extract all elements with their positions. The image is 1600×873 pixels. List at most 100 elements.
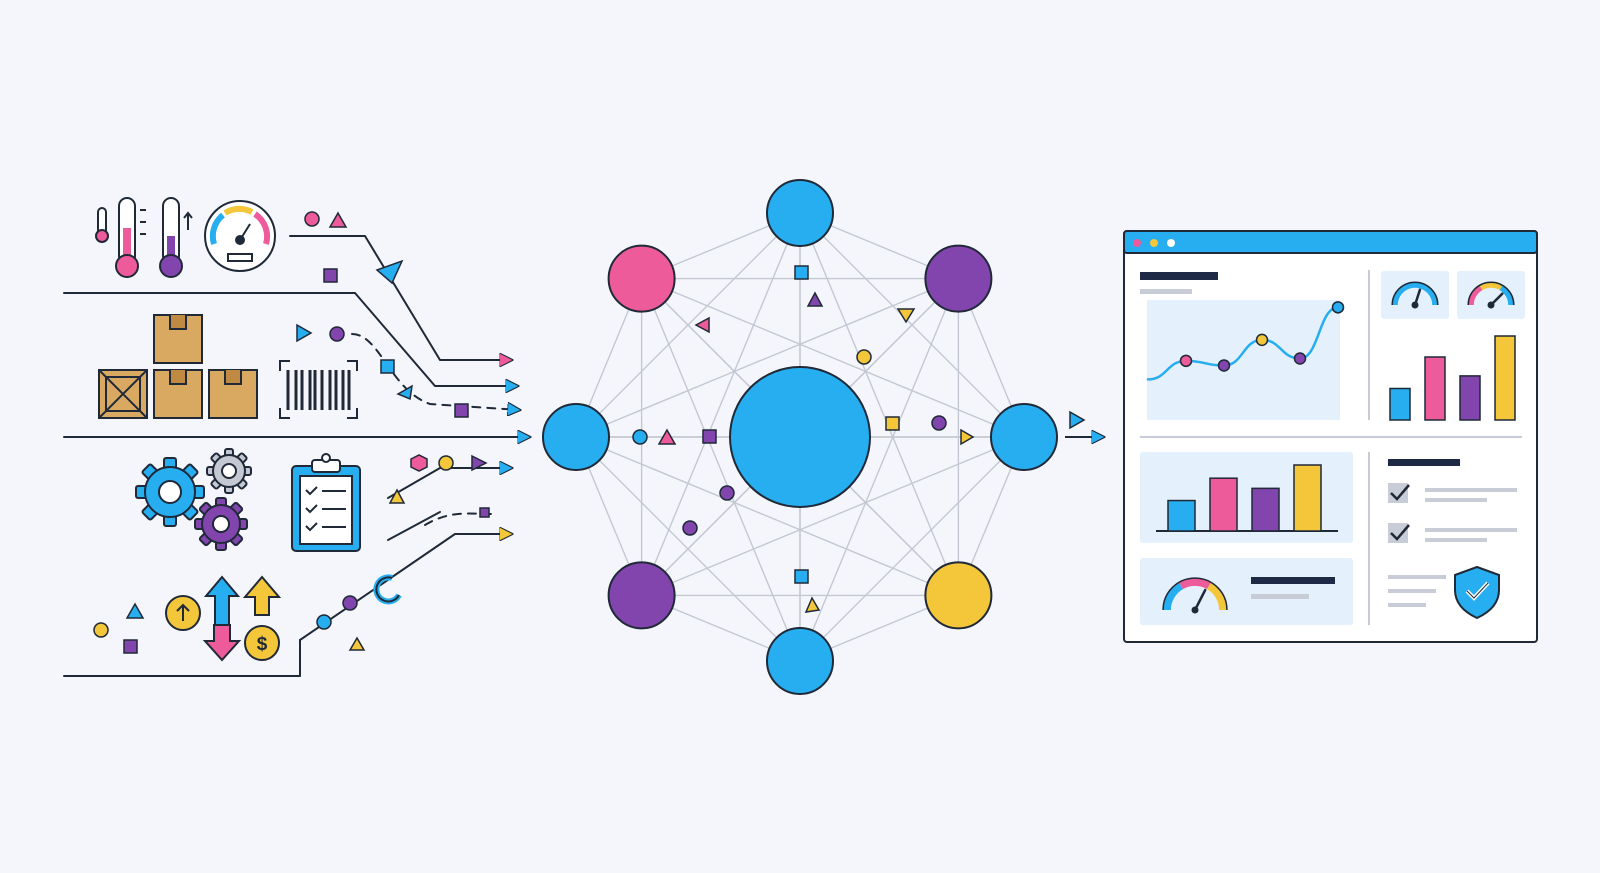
particle-yellow-triangle-2 (348, 636, 366, 651)
gauge-needle (1193, 588, 1207, 612)
particle-purple-dot (329, 326, 345, 342)
network-edge (799, 212, 960, 596)
gauge-card-left (1381, 271, 1449, 319)
gauge-segment (1403, 282, 1427, 291)
network-edge (575, 277, 959, 438)
line-chart-marker (1293, 352, 1307, 365)
net-particle-yellow-square (885, 416, 900, 431)
checklist-line (1425, 538, 1487, 542)
top-bar-chart (1389, 335, 1516, 421)
particle-yellow-dot-2 (93, 622, 109, 638)
stream-line-2 (63, 292, 518, 386)
net-particle-purple-dot-2 (719, 485, 735, 501)
thermometer-icon (95, 197, 193, 278)
gauge-pivot (1191, 606, 1199, 614)
line-chart-heading-bar (1140, 272, 1218, 280)
particle-purple-square (323, 268, 338, 283)
net-particle-yellow-play (960, 428, 975, 446)
barcode-icon (279, 360, 358, 419)
checklist-heading-bar (1388, 459, 1460, 466)
network-edge (640, 278, 801, 662)
stream-line-1 (289, 235, 512, 360)
network-node-6 (607, 561, 676, 630)
network-nodes (542, 179, 1058, 695)
particle-blue-dot (316, 614, 332, 630)
gauge-icon (204, 200, 276, 272)
network-node-3 (990, 403, 1058, 471)
summary-line-2 (1388, 589, 1436, 593)
particle-purple-square-2 (454, 403, 469, 418)
gauge-segment (1479, 282, 1503, 291)
checklist-line (1425, 488, 1517, 492)
dashboard-window (1123, 230, 1538, 643)
shield-check-icon (1454, 565, 1500, 620)
network-node-8 (607, 244, 676, 313)
gauge-pivot (1411, 301, 1419, 309)
particle-pink-triangle (328, 211, 348, 228)
gauge-segment (1163, 582, 1184, 611)
network-node-4 (924, 561, 993, 630)
net-particle-purple-square (702, 429, 717, 444)
net-particle-yellow-dot (856, 349, 872, 365)
bar-chart-bar (1251, 487, 1280, 532)
bar-chart-bar (1389, 387, 1411, 421)
line-chart-marker (1331, 301, 1345, 314)
gauge-segment (1392, 285, 1407, 306)
stream-line-4 (387, 468, 512, 499)
line-chart-marker (1179, 354, 1193, 368)
checklist (1388, 483, 1517, 543)
stream-line-7 (63, 639, 301, 677)
network-edge (641, 436, 1025, 597)
net-particle-pink-triangle-2 (657, 428, 677, 445)
particle-purple-square-4 (123, 639, 138, 654)
gauge-pivot (1487, 301, 1495, 309)
line-chart-area (1147, 300, 1340, 420)
window-dot-1 (1133, 239, 1141, 247)
particle-pink-hex (410, 454, 428, 472)
gauge-segment (1423, 285, 1438, 306)
net-particle-blue-dot (632, 429, 648, 445)
bar-chart-bar (1167, 499, 1196, 532)
net-particle-purple-dot-3 (682, 520, 698, 536)
bottom-gauge-text-bar (1251, 577, 1335, 584)
checkbox-icon (1388, 523, 1408, 543)
network-node-2 (924, 244, 993, 313)
net-particle-blue-square (794, 265, 809, 280)
check-mark (1390, 524, 1410, 541)
network-node-5 (766, 627, 834, 695)
net-particle-purple-dot (931, 415, 947, 431)
particle-blue-play (296, 323, 313, 343)
network-edge (640, 212, 801, 596)
sync-ring-icon (373, 574, 402, 605)
line-chart-markers (1179, 301, 1345, 372)
particle-yellow-dot (438, 455, 454, 471)
check-mark (1390, 484, 1410, 501)
network-node-1 (766, 179, 834, 247)
package-boxes-icon (98, 314, 258, 419)
price-arrows-icon (202, 575, 282, 662)
gauge-top-right-icon (1467, 281, 1515, 309)
line-chart-subheading-bar (1140, 289, 1192, 294)
bottom-bar-chart (1156, 464, 1338, 532)
network-node-7 (542, 403, 610, 471)
svg-text:$: $ (257, 634, 268, 655)
net-particle-purple-triangle (806, 291, 824, 307)
particle-pink-dot (304, 211, 320, 227)
window-dot-3 (1167, 239, 1175, 247)
particle-blue-triangle (396, 384, 413, 401)
net-particle-blue-square-2 (794, 569, 809, 584)
window-dot-2 (1150, 239, 1158, 247)
net-particle-yellow-triangle-2 (804, 596, 821, 613)
net-particle-yellow-triangle (896, 308, 916, 324)
input-particles (93, 211, 490, 654)
gauge-segment (1206, 582, 1227, 611)
network-particles (632, 265, 975, 613)
summary-line-3 (1388, 603, 1426, 607)
gauge-bottom-icon (1162, 577, 1228, 614)
network-hub-node (729, 366, 871, 508)
line-chart-marker (1255, 333, 1269, 347)
gauge-segment (1468, 285, 1483, 306)
network-edge (799, 278, 960, 662)
bar-chart-bar (1293, 464, 1322, 532)
